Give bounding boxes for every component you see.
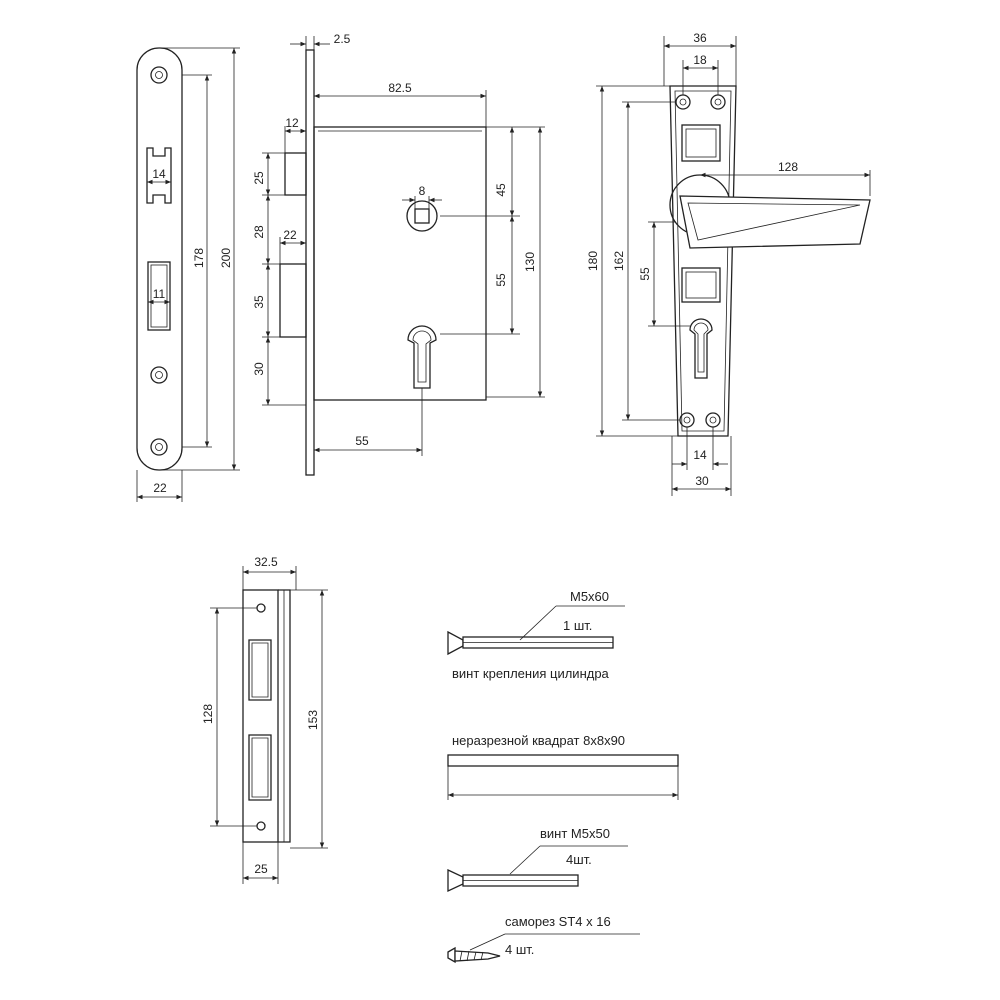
dim-strike-32-5: 32.5 <box>254 555 278 569</box>
dim-45: 45 <box>494 183 508 197</box>
dim-130: 130 <box>523 252 537 272</box>
screw-m5x60: M5x60 1 шт. винт крепления цилиндра <box>447 589 625 681</box>
dim-faceplate-200: 200 <box>219 248 233 268</box>
handle-plate-outline <box>669 85 737 437</box>
plate-cylinder-hole <box>689 318 713 379</box>
screw1-desc: винт крепления цилиндра <box>452 666 610 681</box>
dim-bolt-projection: 22 <box>283 228 297 242</box>
plate-screw-top-right <box>710 94 726 110</box>
screw1-size: M5x60 <box>570 589 609 604</box>
bolt-window <box>147 261 171 331</box>
strike-bolt-window <box>248 734 272 801</box>
strike-screw-bottom <box>256 821 266 831</box>
plate-square-top <box>681 124 721 162</box>
dim-backset-55: 55 <box>355 434 369 448</box>
handle-plate-view: 36 18 128 180 162 55 14 30 <box>586 31 871 496</box>
lock-case <box>313 126 487 401</box>
screw-hole-bottom <box>150 438 168 456</box>
dim-strike-25: 25 <box>254 862 268 876</box>
screw-hole-top <box>150 66 168 84</box>
dim-handle-18: 18 <box>693 53 707 67</box>
dim-55-right: 55 <box>494 273 508 287</box>
accessories: M5x60 1 шт. винт крепления цилиндра нера… <box>447 589 679 964</box>
handle-lever <box>679 195 871 249</box>
dim-25: 25 <box>252 171 266 185</box>
cylinder-hole <box>407 325 437 389</box>
dim-plate-162: 162 <box>612 251 626 271</box>
screw3-qty: 4 шт. <box>505 942 534 957</box>
lock-body-view: 2.5 82.5 12 22 25 28 35 30 8 <box>252 32 545 476</box>
dim-handle-36: 36 <box>693 31 707 45</box>
dim-bolt-width: 11 <box>153 287 166 301</box>
screw3-desc: саморез ST4 x 16 <box>505 914 611 929</box>
screw2-qty: 4шт. <box>566 852 592 867</box>
spindle-square: неразрезной квадрат 8x8x90 <box>447 733 679 800</box>
spindle-hub <box>406 200 438 232</box>
dim-case-depth: 82.5 <box>388 81 412 95</box>
plate-screw-bottom-right <box>705 412 721 428</box>
dim-plate-14: 14 <box>693 448 707 462</box>
dim-latch-width: 14 <box>152 167 166 181</box>
spindle-desc: неразрезной квадрат 8x8x90 <box>452 733 625 748</box>
latch <box>284 152 307 196</box>
dim-handle-128: 128 <box>778 160 798 174</box>
dim-35: 35 <box>252 295 266 309</box>
dim-plate-180: 180 <box>586 251 600 271</box>
plate-square-mid <box>681 267 721 303</box>
dim-face-thickness: 2.5 <box>334 32 351 46</box>
faceplate-outline <box>136 47 183 471</box>
screw2-desc: винт M5x50 <box>540 826 610 841</box>
dim-spindle-8: 8 <box>419 184 426 198</box>
screw-m5x50: винт M5x50 4шт. <box>447 826 628 893</box>
dim-strike-153: 153 <box>306 710 320 730</box>
strike-screw-top <box>256 603 266 613</box>
dim-latch-projection: 12 <box>285 116 299 130</box>
dim-strike-128: 128 <box>201 704 215 724</box>
dim-faceplate-width: 22 <box>153 481 167 495</box>
strike-latch-window <box>248 639 272 701</box>
screw-hole-mid <box>150 366 168 384</box>
faceplate-edge <box>305 49 315 476</box>
latch-window <box>146 147 172 204</box>
dim-plate-30: 30 <box>695 474 709 488</box>
strike-plate-view: 32.5 128 153 25 <box>201 555 328 884</box>
dim-28: 28 <box>252 225 266 239</box>
screw-st4x16: саморез ST4 x 16 4 шт. <box>447 914 640 964</box>
spindle-square-hole <box>414 208 430 224</box>
faceplate-view: 14 11 178 200 22 <box>136 47 240 502</box>
strike-plate-outline <box>242 589 279 843</box>
screw1-qty: 1 шт. <box>563 618 592 633</box>
plate-screw-top-left <box>675 94 691 110</box>
dim-plate-55: 55 <box>638 267 652 281</box>
deadbolt <box>279 263 307 338</box>
dim-faceplate-178: 178 <box>192 248 206 268</box>
dim-30: 30 <box>252 362 266 376</box>
